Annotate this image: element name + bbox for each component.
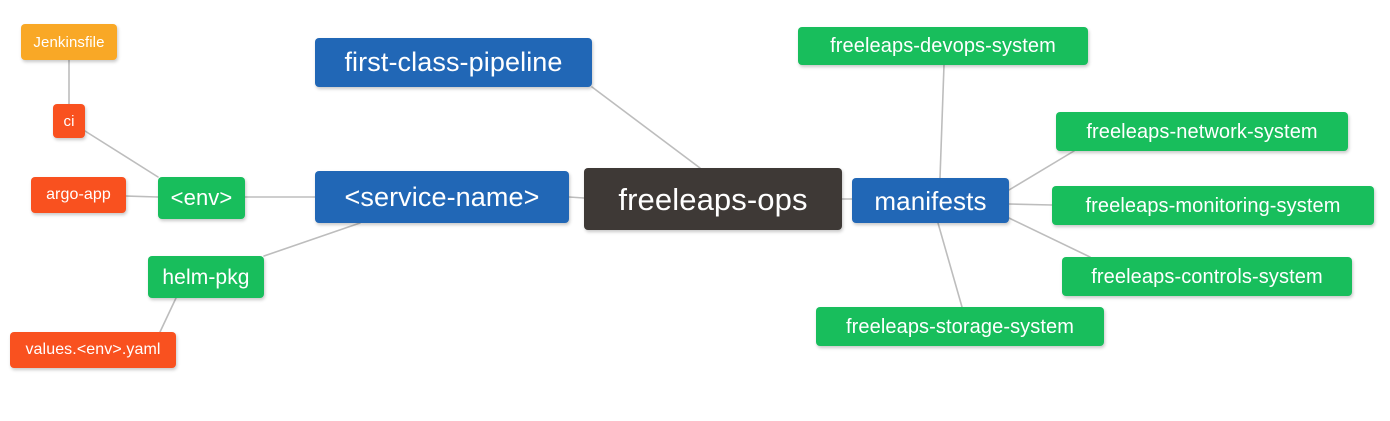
node-freeleaps-ops[interactable]: freeleaps-ops xyxy=(584,168,842,230)
edge-argo-app-to-env xyxy=(125,195,159,198)
node-label: manifests xyxy=(874,185,987,216)
node-monitoring-system[interactable]: freeleaps-monitoring-system xyxy=(1052,186,1374,225)
edge-service-name-to-freeleaps-ops xyxy=(568,196,585,199)
node-controls-system[interactable]: freeleaps-controls-system xyxy=(1062,257,1352,296)
node-label: first-class-pipeline xyxy=(344,47,563,77)
node-label: helm-pkg xyxy=(162,265,250,289)
edge-first-class-pipeline-to-freeleaps-ops xyxy=(591,86,701,169)
node-service-name[interactable]: <service-name> xyxy=(315,171,569,223)
node-env[interactable]: <env> xyxy=(158,177,245,219)
node-network-system[interactable]: freeleaps-network-system xyxy=(1056,112,1348,151)
node-label: freeleaps-storage-system xyxy=(845,315,1075,338)
node-label: Jenkinsfile xyxy=(33,33,105,51)
edge-ci-to-env xyxy=(84,130,159,178)
node-ci[interactable]: ci xyxy=(53,104,85,138)
edge-manifests-to-monitoring-system xyxy=(1008,203,1053,206)
node-label: ci xyxy=(63,112,75,130)
node-label: argo-app xyxy=(46,186,111,203)
node-first-class-pipeline[interactable]: first-class-pipeline xyxy=(315,38,592,87)
edge-manifests-to-network-system xyxy=(1008,150,1075,191)
edge-manifests-to-devops-system xyxy=(939,64,945,179)
node-label: freeleaps-devops-system xyxy=(830,35,1056,57)
node-jenkinsfile[interactable]: Jenkinsfile xyxy=(21,24,117,60)
node-label: values.<env>.yaml xyxy=(25,341,161,358)
node-argo-app[interactable]: argo-app xyxy=(31,177,126,213)
node-label: freeleaps-monitoring-system xyxy=(1085,194,1341,217)
node-label: freeleaps-controls-system xyxy=(1091,265,1323,288)
node-helm-pkg[interactable]: helm-pkg xyxy=(148,256,264,298)
node-storage-system[interactable]: freeleaps-storage-system xyxy=(816,307,1104,346)
node-label: <service-name> xyxy=(344,181,540,212)
node-devops-system[interactable]: freeleaps-devops-system xyxy=(798,27,1088,65)
node-label: freeleaps-network-system xyxy=(1086,120,1318,143)
node-label: <env> xyxy=(170,185,233,210)
edge-helm-pkg-to-service-name xyxy=(263,222,361,257)
node-label: freeleaps-ops xyxy=(618,181,808,217)
edge-manifests-to-storage-system xyxy=(937,222,963,308)
node-manifests[interactable]: manifests xyxy=(852,178,1009,223)
node-values-env-yaml[interactable]: values.<env>.yaml xyxy=(10,332,176,368)
edge-values-env-yaml-to-helm-pkg xyxy=(159,297,177,333)
